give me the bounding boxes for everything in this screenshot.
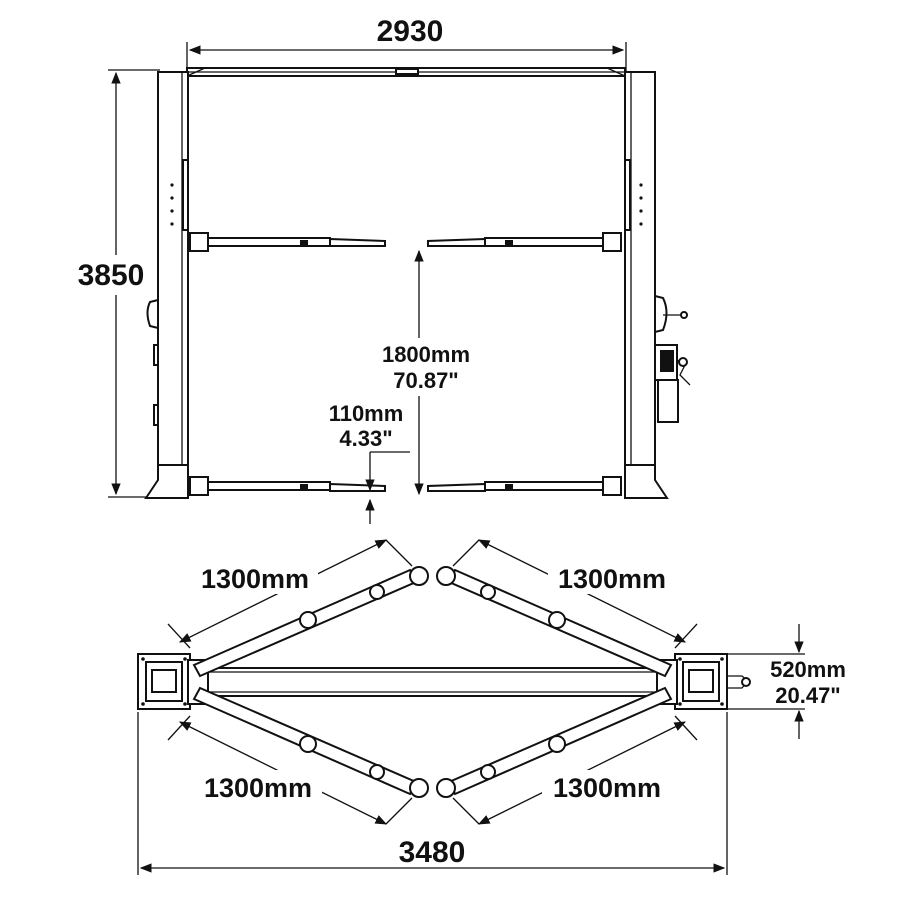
dim-arm-upper-right: 1300mm [452,539,698,649]
dim-arm-lower-left: 1300mm [167,715,413,825]
column-depth-mm-label: 520mm [770,657,846,682]
arm-upper-left-label: 1300mm [201,564,309,594]
arm-height-in-label: 70.87" [393,368,458,393]
min-height-in-label: 4.33" [339,426,392,451]
left-column [144,71,189,499]
dim-arm-upper-left: 1300mm [167,539,413,649]
arm-lower-left-label: 1300mm [204,773,312,803]
overall-width-label: 2930 [377,15,444,48]
dim-arm-lower-right: 1300mm [452,715,698,825]
arm-height-dimension: 1800mm 70.87" [366,249,484,496]
arms-lowered [189,476,622,496]
right-base-plate [674,653,751,710]
height-dimension: 3850 [68,69,160,498]
column-depth-dimension: 520mm 20.47" [727,624,846,739]
power-unit [654,344,691,423]
overall-height-label: 3850 [78,259,145,292]
arms-raised [189,232,622,252]
width-dimension: 2930 [186,15,627,72]
right-column [624,71,688,499]
arm-upper-right-label: 1300mm [558,564,666,594]
min-height-dimension: 110mm 4.33" [329,401,410,524]
plan-view: 1300mm 1300mm 1300mm 1300mm [137,539,846,875]
arm-lower-right-label: 1300mm [553,773,661,803]
arm-height-mm-label: 1800mm [382,342,470,367]
base-width-dimension: 3480 [137,712,728,875]
overhead-beam [186,67,626,77]
left-base-plate [137,653,191,710]
front-view: 2930 3850 [68,15,691,524]
min-height-mm-label: 110mm [329,401,404,426]
floor-plate [207,667,658,697]
column-depth-in-label: 20.47" [775,683,840,708]
base-width-label: 3480 [399,836,466,869]
